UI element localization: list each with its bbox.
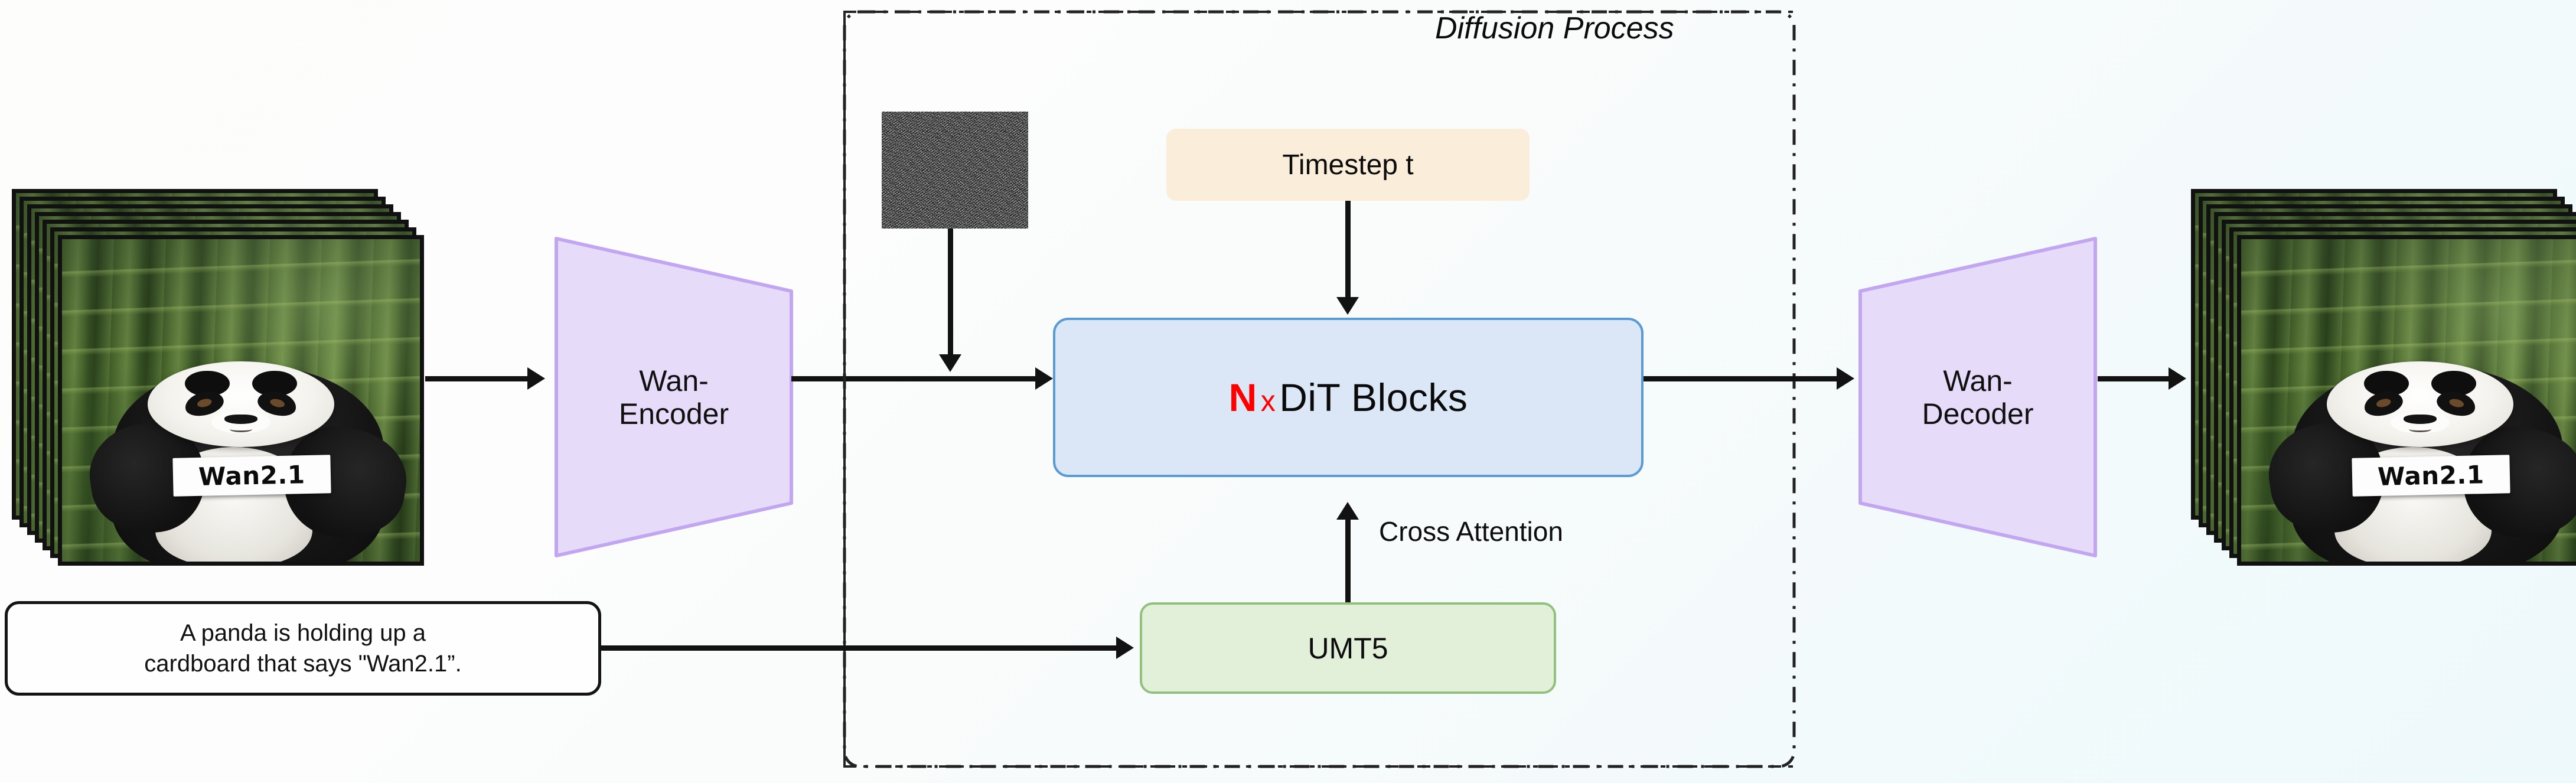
output-video-frames: Wan2.1 bbox=[2191, 189, 2576, 567]
arrow-head-frames-to-encoder bbox=[527, 367, 545, 390]
panda-sign: Wan2.1 bbox=[2352, 455, 2510, 497]
frame-front: Wan2.1 bbox=[2237, 235, 2576, 566]
arrow-head-noise bbox=[939, 354, 961, 372]
arrow-head-timestep bbox=[1336, 297, 1359, 315]
panda-sign-text: Wan2.1 bbox=[2377, 460, 2484, 491]
diffusion-process-title: Diffusion Process bbox=[1435, 11, 1674, 45]
timestep-box[interactable]: Timestep t bbox=[1166, 129, 1530, 201]
arrow-umt5-to-dit bbox=[1345, 520, 1351, 602]
prompt-box[interactable]: A panda is holding up a cardboard that s… bbox=[5, 601, 601, 696]
panda-sign: Wan2.1 bbox=[172, 455, 331, 497]
arrow-head-prompt-to-umt5 bbox=[1116, 637, 1134, 659]
prompt-line-1: A panda is holding up a bbox=[180, 620, 426, 646]
cross-attention-label: Cross Attention bbox=[1379, 516, 1563, 547]
diffusion-region-outline bbox=[843, 10, 1796, 768]
panda-sign-text: Wan2.1 bbox=[198, 460, 305, 491]
arrow-timestep-to-dit bbox=[1345, 201, 1351, 298]
dit-blocks-text: DiT Blocks bbox=[1279, 376, 1468, 419]
input-video-frames: Wan2.1 bbox=[12, 189, 425, 567]
panda-illustration: Wan2.1 bbox=[2241, 323, 2576, 562]
arrow-prompt-to-umt5 bbox=[601, 645, 1116, 651]
wan-decoder-svg bbox=[1858, 237, 2097, 557]
wan-encoder-shape[interactable]: Wan- Encoder bbox=[554, 236, 794, 558]
arrow-decoder-to-frames bbox=[2098, 376, 2169, 381]
arrow-head-cross-attention bbox=[1336, 502, 1359, 520]
frame-front: Wan2.1 bbox=[58, 235, 424, 566]
prompt-line-2: cardboard that says "Wan2.1”. bbox=[144, 651, 462, 677]
arrow-head-dit-to-decoder bbox=[1837, 367, 1854, 390]
panda-illustration: Wan2.1 bbox=[62, 323, 420, 562]
arrow-noise-to-dit-path bbox=[948, 229, 953, 355]
arrow-dit-to-decoder bbox=[1644, 376, 1837, 381]
arrow-head-decoder-to-frames bbox=[2169, 367, 2186, 390]
umt5-label: UMT5 bbox=[1307, 631, 1388, 665]
dit-repeat-count: N bbox=[1228, 376, 1257, 419]
arrow-frames-to-encoder bbox=[425, 376, 527, 381]
wan-encoder-svg bbox=[555, 237, 793, 557]
wan-decoder-shape[interactable]: Wan- Decoder bbox=[1858, 236, 2098, 558]
gaussian-noise-latent bbox=[882, 112, 1028, 229]
umt5-box[interactable]: UMT5 bbox=[1140, 602, 1556, 694]
dit-multiply-symbol: x bbox=[1260, 384, 1276, 417]
timestep-label: Timestep t bbox=[1282, 149, 1414, 181]
